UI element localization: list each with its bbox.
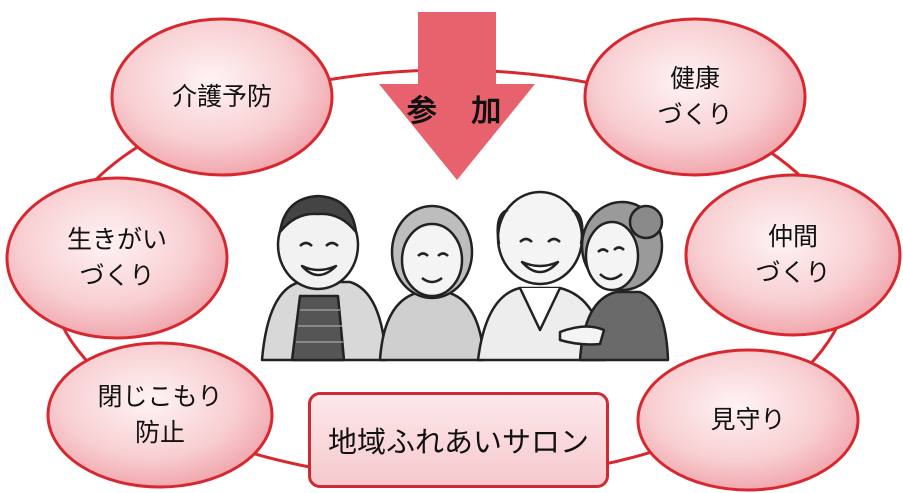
node-ellipse-nakama bbox=[684, 173, 902, 337]
node-ellipse-tojikomori bbox=[46, 341, 274, 489]
arrow-label: 参 加 bbox=[406, 94, 514, 129]
node-ellipse-kenko bbox=[583, 17, 807, 177]
node-ellipse-ikigai bbox=[5, 176, 229, 340]
participation-arrow bbox=[379, 12, 535, 180]
node-label-kaigo: 介護予防 bbox=[171, 81, 272, 111]
node-label-tojikomori: 閉じこもり 防止 bbox=[97, 381, 223, 447]
node-ellipse-mimamori bbox=[636, 348, 860, 492]
node-ellipse-kaigo bbox=[110, 17, 334, 177]
node-label-kenko: 健康 づくり bbox=[657, 63, 733, 129]
center-label: 地域ふれあいサロン bbox=[327, 425, 589, 459]
node-label-ikigai: 生きがい づくり bbox=[66, 224, 167, 290]
node-label-mimamori: 見守り bbox=[710, 404, 786, 434]
elderly-people-illustration bbox=[260, 190, 670, 362]
node-label-nakama: 仲間 づくり bbox=[755, 221, 831, 287]
center-label-box: 地域ふれあいサロン bbox=[308, 392, 609, 488]
